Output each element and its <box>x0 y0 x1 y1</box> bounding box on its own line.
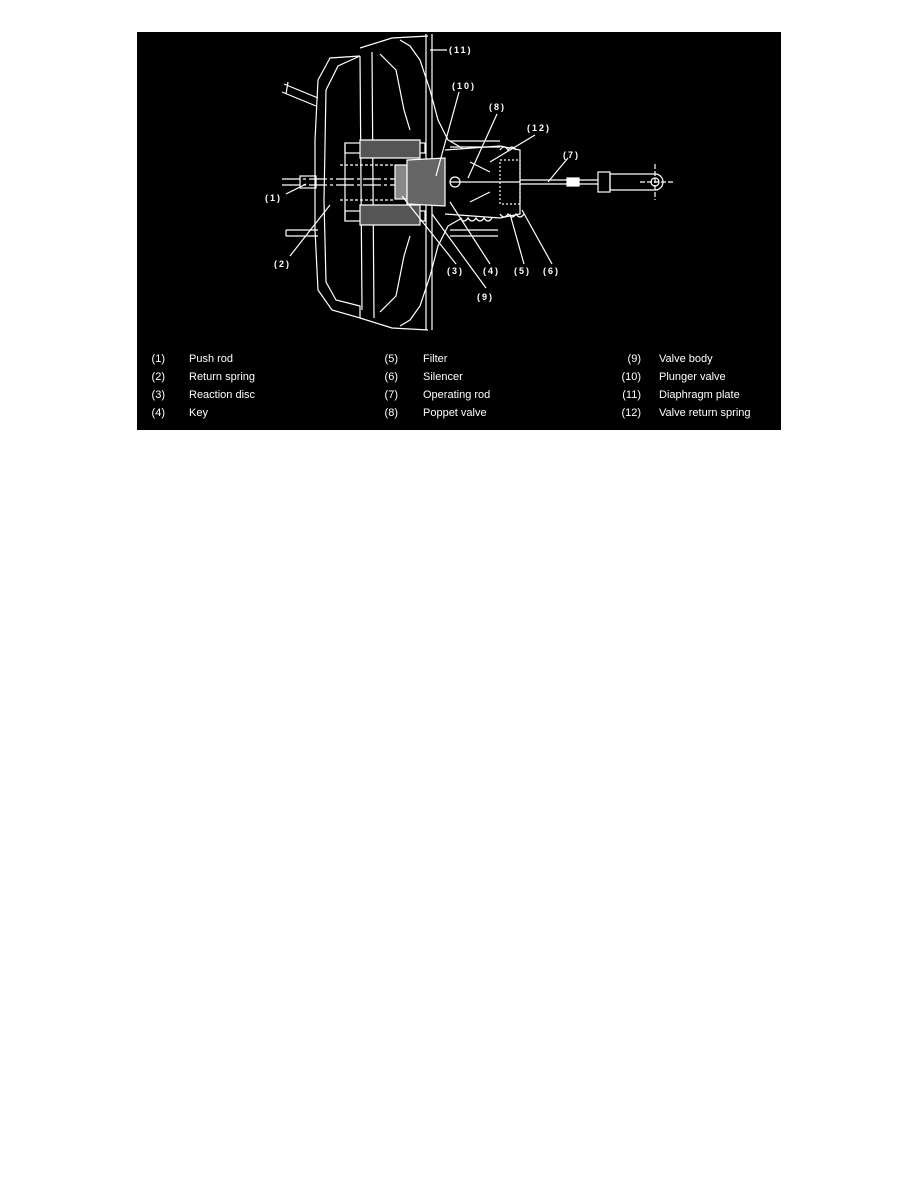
callout-4: (4) <box>483 266 500 276</box>
legend-number: (3) <box>151 389 165 401</box>
legend-label: Valve return spring <box>659 407 751 419</box>
callout-1: (1) <box>265 193 282 203</box>
legend-label: Diaphragm plate <box>659 389 740 401</box>
legend-number: (4) <box>151 407 165 419</box>
brake-booster-cross-section-diagram: (11) (10) (8) (12) (7) (1) (2) (3) (4) (… <box>265 34 675 331</box>
legend-number: (12) <box>621 407 641 419</box>
legend-label: Key <box>189 407 208 419</box>
legend-number: (9) <box>627 353 641 365</box>
booster-drawing <box>281 34 675 331</box>
legend-number: (10) <box>621 371 641 383</box>
callout-11: (11) <box>449 45 473 55</box>
callout-2: (2) <box>274 259 291 269</box>
legend-number: (7) <box>384 389 398 401</box>
callout-5: (5) <box>514 266 531 276</box>
legend-label: Plunger valve <box>659 371 726 383</box>
callout-8: (8) <box>489 102 506 112</box>
legend-number: (5) <box>384 353 398 365</box>
legend-label: Operating rod <box>423 389 491 401</box>
callout-12: (12) <box>527 123 551 133</box>
legend-label: Poppet valve <box>423 407 487 419</box>
legend-label: Silencer <box>423 371 463 383</box>
legend-number: (11) <box>622 389 641 401</box>
brake-booster-figure: (11) (10) (8) (12) (7) (1) (2) (3) (4) (… <box>137 32 781 430</box>
callout-7: (7) <box>563 150 580 160</box>
callout-10: (10) <box>452 81 476 91</box>
legend-label: Filter <box>423 353 448 365</box>
callout-3: (3) <box>447 266 464 276</box>
callout-6: (6) <box>543 266 560 276</box>
legend-label: Valve body <box>659 353 713 365</box>
callout-9: (9) <box>477 292 494 302</box>
legend-number: (1) <box>151 353 165 365</box>
legend-label: Push rod <box>189 353 234 365</box>
legend-label: Reaction disc <box>189 389 256 401</box>
legend-label: Return spring <box>189 371 256 383</box>
parts-legend: (1) Push rod (2) Return spring (3) Reaction d… <box>137 352 781 430</box>
legend-number: (8) <box>384 407 398 419</box>
legend-number: (6) <box>384 371 398 383</box>
legend-number: (2) <box>151 371 165 383</box>
